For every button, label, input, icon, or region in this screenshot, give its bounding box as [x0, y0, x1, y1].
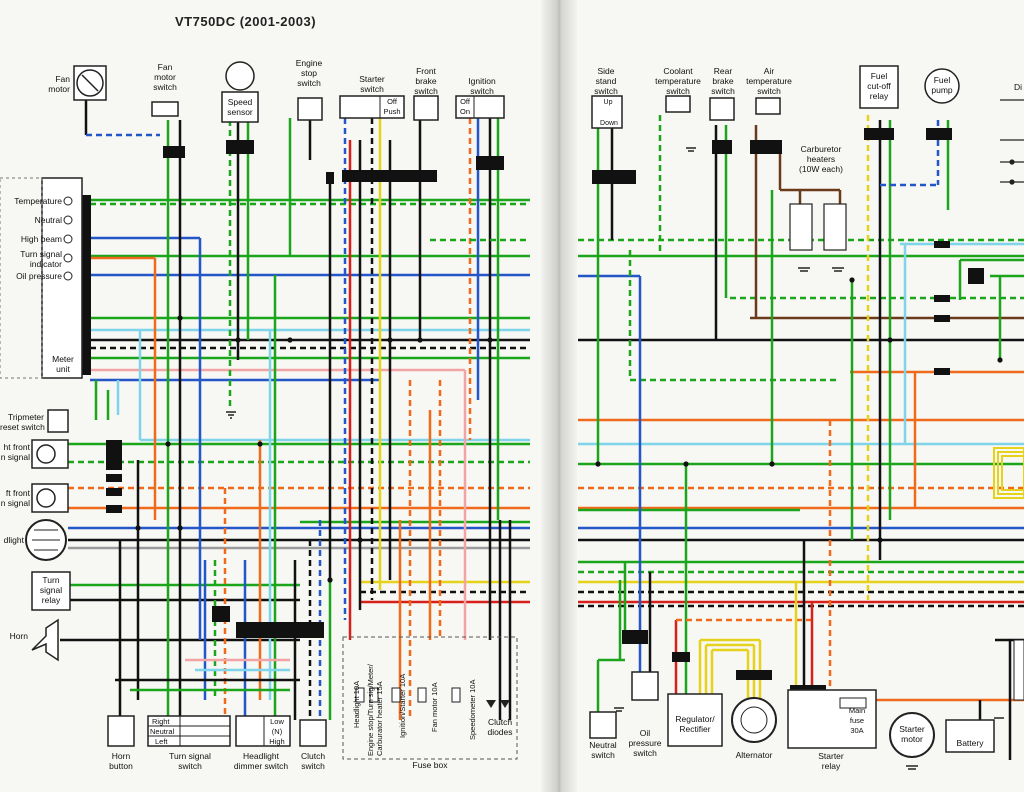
front-brake-switch-label: Front brake switch — [414, 66, 438, 96]
dimmer-pos-low: Low — [270, 717, 284, 726]
turn-pos-left: Left — [155, 737, 168, 746]
book-spine — [541, 0, 577, 792]
page-title: VT750DC (2001-2003) — [175, 14, 317, 29]
horn-button-box — [107, 715, 135, 747]
turn-switch-label: Turn signal switch — [169, 751, 211, 771]
rear-brake-switch-symbol — [709, 97, 735, 121]
connector-blocks — [82, 128, 984, 693]
clutch-diodes-label: Clutch diodes — [487, 717, 513, 737]
side-stand-label: Side stand switch — [594, 66, 618, 96]
ground-symbols — [226, 147, 1004, 770]
battery-box — [945, 719, 995, 753]
speed-sensor-symbol — [225, 61, 255, 91]
fuse-engine-stop: Engine stop/Turn sig/Meter/ Carburator h… — [366, 664, 384, 756]
carb-heater-1 — [789, 203, 813, 251]
junction-dots — [135, 277, 1003, 583]
air-temp-label: Air temperature switch — [746, 66, 792, 96]
meter-unit-box — [41, 177, 83, 379]
indicator-oil-pressure: Oil pressure — [16, 271, 62, 281]
starter-pos-off: Off — [387, 97, 397, 106]
fan-motor-switch-symbol — [151, 101, 179, 117]
fuse-speedometer: Speedometer 10A — [468, 679, 477, 740]
left-turn-label: ft front n signal — [0, 488, 30, 508]
engine-stop-switch-symbol — [297, 97, 323, 121]
side-stand-pos-down: Down — [600, 120, 618, 127]
fuse-ignition: Ignition/Starter 10A — [398, 673, 407, 738]
turn-pos-neutral: Neutral — [150, 727, 175, 736]
fan-motor-switch-label: Fan motor switch — [153, 62, 177, 92]
horn-button-label: Horn button — [109, 751, 133, 771]
starter-switch-label: Starter switch — [359, 74, 385, 94]
main-fuse-label: Main fuse 30A — [848, 706, 866, 735]
front-brake-switch-symbol — [413, 95, 439, 121]
fuse-box-outline — [342, 636, 518, 760]
starter-pos-push: Push — [383, 107, 401, 116]
yellow-coil — [993, 447, 1024, 499]
dimmer-switch-box — [235, 715, 291, 747]
fuse-headlight: Headlight 10A — [352, 680, 361, 728]
ignition-switch-label: Ignition switch — [468, 76, 496, 96]
fuel-pump-label: Fuel pump — [931, 75, 953, 95]
carb-heaters-label: Carburetor heaters (10W each) — [799, 144, 843, 174]
fuse-symbols — [355, 687, 461, 703]
edge-switches — [1000, 99, 1024, 185]
rear-brake-label: Rear brake switch — [711, 66, 735, 96]
battery-label: Battery — [956, 738, 984, 748]
tripmeter-switch-symbol — [47, 409, 69, 433]
main-fuse-symbol — [839, 697, 867, 709]
horn-symbol — [31, 618, 59, 662]
oil-pressure-switch-symbol — [631, 671, 659, 701]
wire-layer — [60, 100, 1024, 760]
starter-relay-label: Starter relay — [818, 751, 844, 771]
clutch-switch-label: Clutch switch — [300, 751, 326, 771]
turn-relay-label: Turn signal relay — [39, 575, 63, 605]
alternator-symbol — [731, 697, 777, 743]
dimmer-switch-label: Headlight dimmer switch — [233, 751, 289, 771]
ignition-switch-symbol — [455, 95, 505, 119]
right-turn-label: ht front n signal — [0, 442, 30, 462]
turn-pos-right: Right — [152, 717, 170, 726]
ignition-pos-off: Off — [460, 97, 470, 106]
tripmeter-label: Tripmeter reset switch — [0, 412, 45, 432]
indicator-turn-signal: Turn signal indicator — [20, 249, 62, 269]
dimmer-pos-n: (N) — [271, 727, 283, 736]
indicator-bulbs — [63, 196, 73, 281]
indicator-temperature: Temperature — [14, 196, 62, 206]
indicator-neutral: Neutral — [34, 215, 62, 225]
side-stand-pos-up: Up — [603, 99, 613, 106]
speed-sensor-label: Speed sensor — [227, 97, 253, 117]
turn-relay-box — [31, 571, 71, 611]
fuel-relay-label: Fuel cut-off relay — [867, 71, 891, 101]
fuse-box-label: Fuse box — [412, 760, 448, 770]
fan-motor-label: Fan motor — [48, 74, 70, 94]
coolant-switch-symbol — [665, 95, 691, 113]
neutral-switch-label: Neutral switch — [589, 740, 617, 760]
oil-pressure-label: Oil pressure switch — [628, 728, 662, 758]
horn-label: Horn — [9, 631, 28, 641]
starter-motor-symbol — [889, 712, 935, 758]
fuse-fan-motor: Fan motor 10A — [430, 682, 439, 732]
meter-unit-label: Meter unit — [52, 354, 74, 374]
clutch-switch-box — [299, 719, 327, 747]
regulator-label: Regulator/ Rectifier — [675, 714, 715, 734]
starter-switch-symbol — [339, 95, 405, 119]
coolant-switch-label: Coolant temperature switch — [655, 66, 701, 96]
air-temp-switch-symbol — [755, 97, 781, 115]
ignition-pos-on: On — [459, 107, 470, 116]
turn-switch-box — [147, 715, 231, 747]
fuel-relay-box — [859, 65, 899, 109]
engine-stop-switch-label: Engine stop switch — [295, 58, 323, 88]
fuel-pump-symbol — [924, 68, 960, 104]
right-edge-label: Di — [1014, 82, 1023, 92]
carb-heater-2 — [823, 203, 847, 251]
side-stand-switch-symbol — [591, 95, 623, 129]
regulator-box — [667, 693, 723, 747]
starter-motor-label: Starter motor — [899, 724, 925, 744]
alternator-label: Alternator — [735, 750, 773, 760]
neutral-switch-symbol — [589, 711, 617, 739]
headlight-label: dlight — [3, 535, 24, 545]
dimmer-pos-high: High — [269, 737, 285, 746]
indicator-high-beam: High beam — [20, 234, 62, 244]
